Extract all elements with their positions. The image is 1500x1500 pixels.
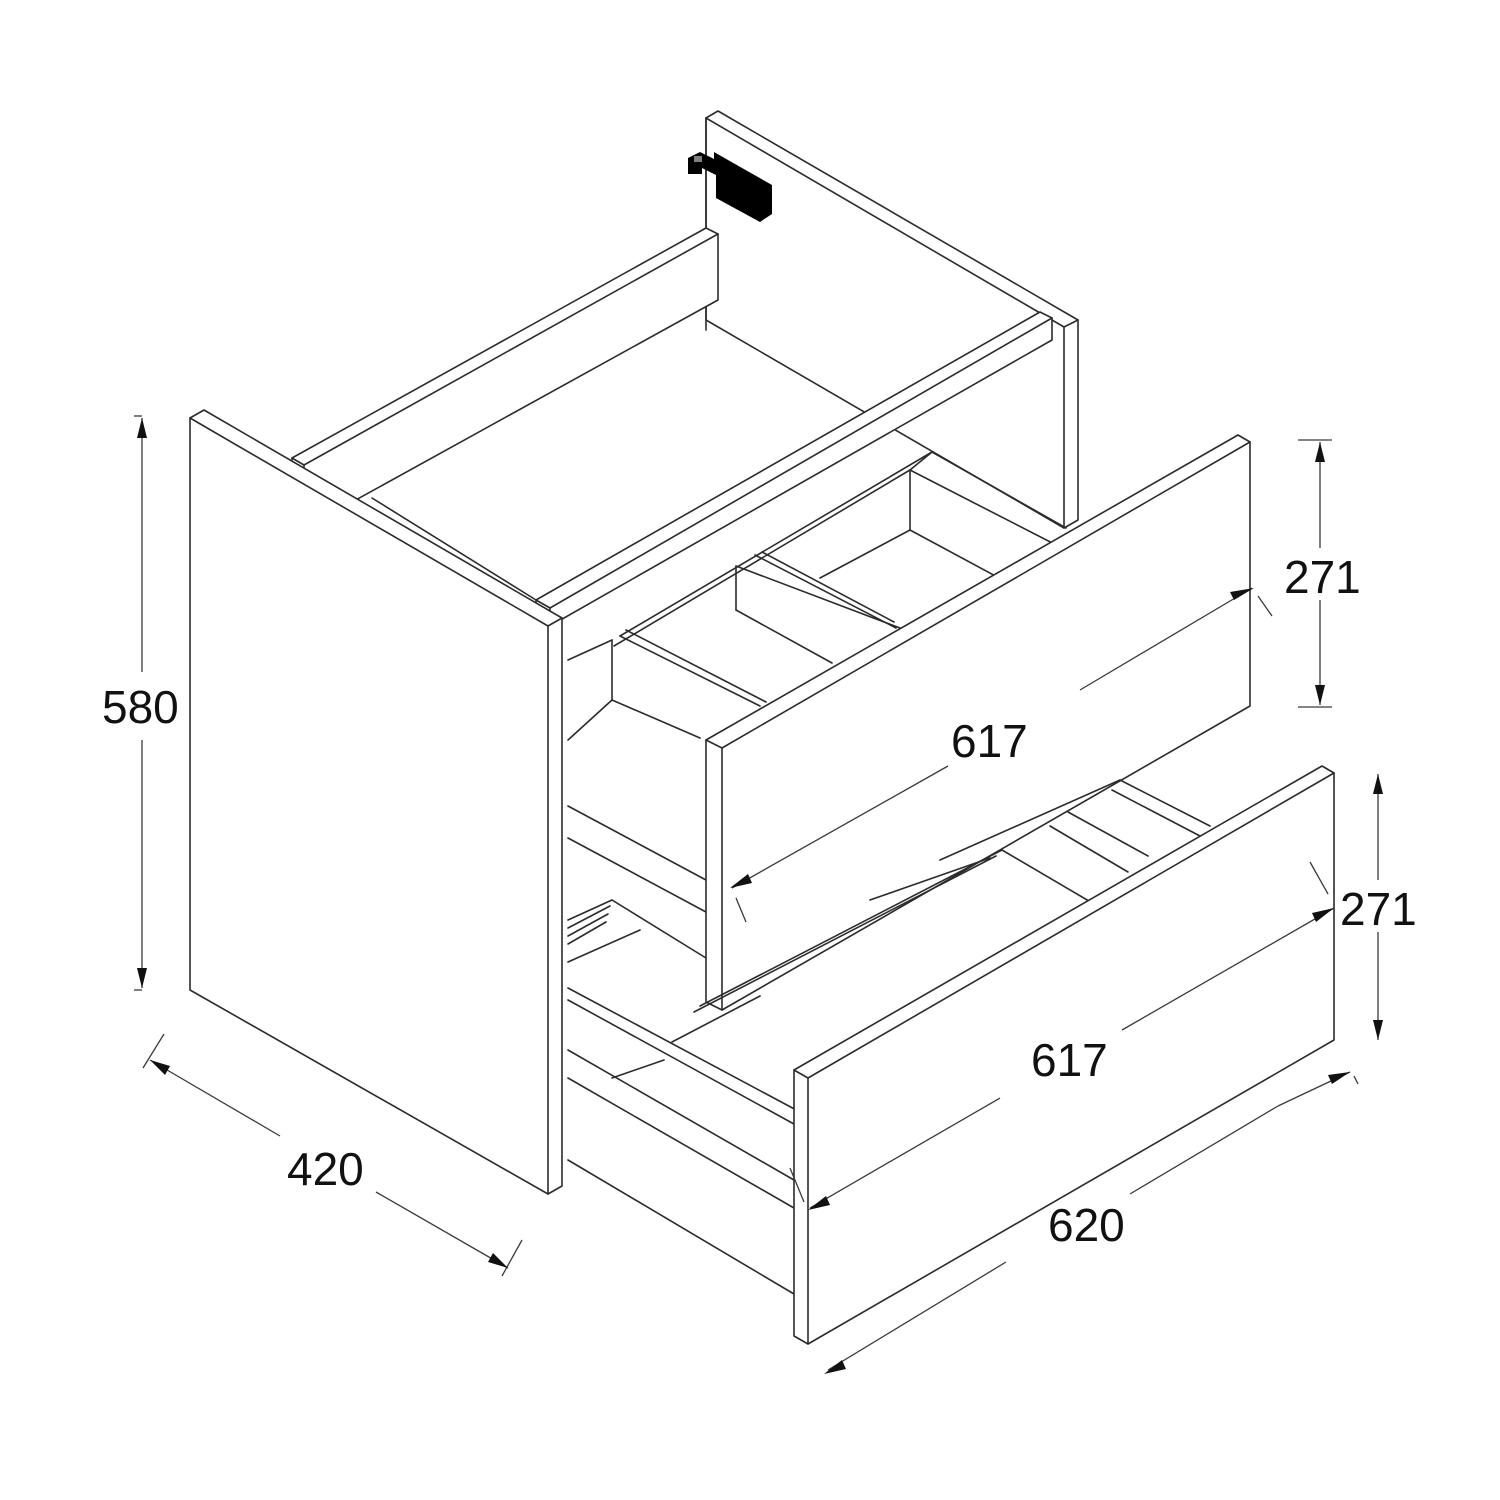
label-lower-drawer-height: 271: [1340, 883, 1417, 935]
dimension-upper-drawer-width: [730, 587, 1273, 923]
lower-drawer: [567, 765, 1335, 1345]
wall-mounting-bracket-icon: [688, 152, 772, 222]
upper-drawer: [567, 434, 1251, 1011]
dimension-upper-drawer-height: [1298, 439, 1332, 708]
left-side-panel: [189, 409, 563, 1195]
label-upper-drawer-width: 617: [951, 715, 1028, 767]
dimension-lower-drawer-height: [1373, 774, 1383, 1040]
label-overall-height: 580: [102, 681, 179, 733]
right-side-panel: [705, 110, 1079, 529]
label-depth: 420: [287, 1143, 364, 1195]
dimension-overall-height: [134, 415, 147, 991]
drawer-slide-rail-icon: [567, 899, 707, 963]
label-lower-drawer-width: 617: [1031, 1034, 1108, 1086]
label-overall-width: 620: [1048, 1199, 1125, 1251]
back-rail-top: [291, 227, 719, 529]
dimension-overall-width: [824, 1071, 1359, 1374]
label-upper-drawer-height: 271: [1284, 551, 1361, 603]
dimension-lower-drawer-width: [789, 861, 1335, 1210]
dimension-depth: [142, 1033, 523, 1277]
